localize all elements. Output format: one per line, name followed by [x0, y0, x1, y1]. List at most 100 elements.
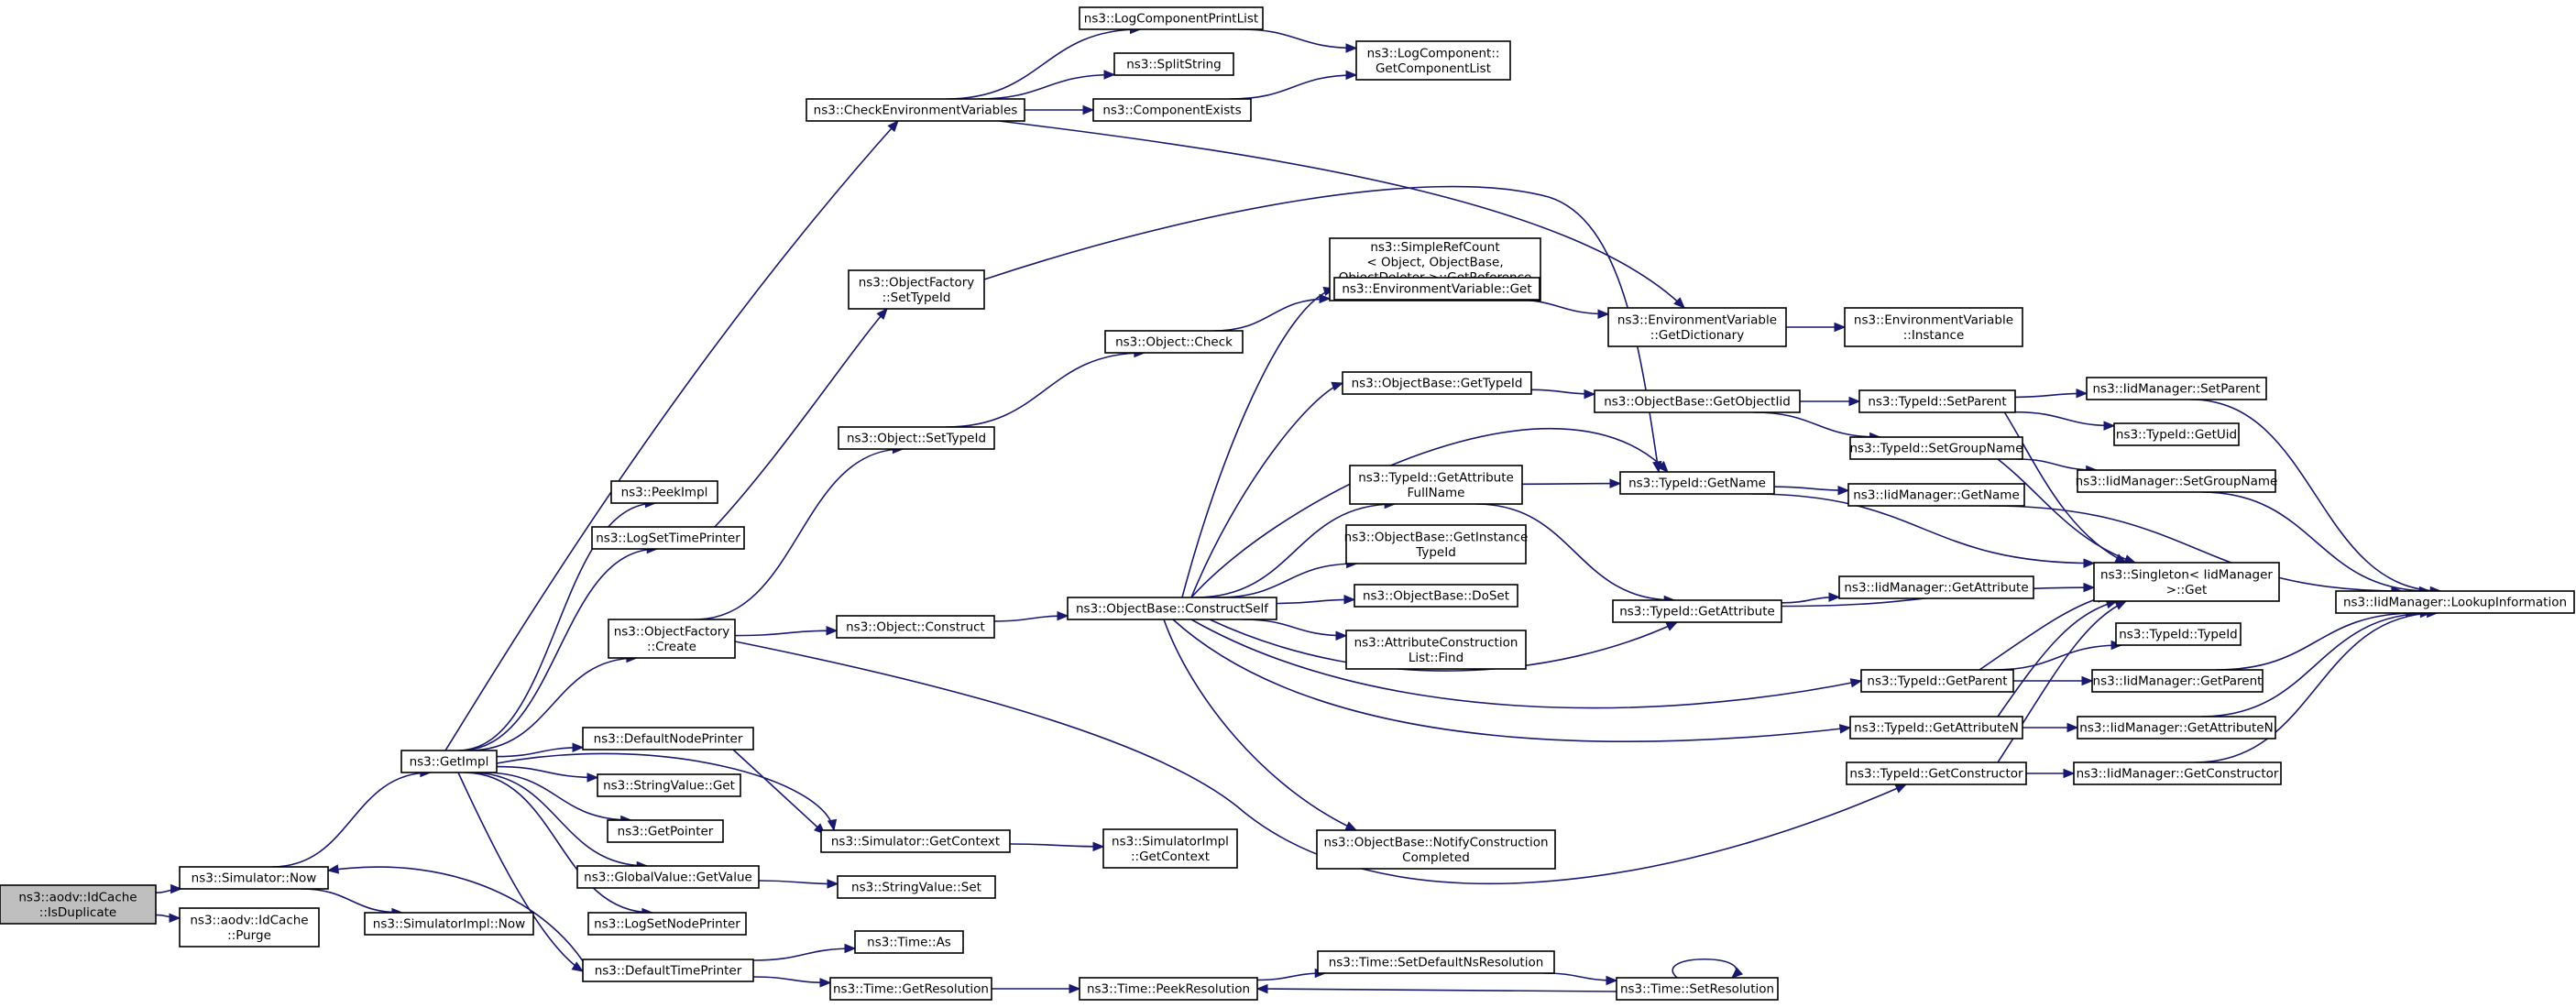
node-box: [838, 426, 995, 450]
node-ns3-objectbase-doset[interactable]: ns3::ObjectBase::DoSet: [1354, 584, 1518, 608]
node-ns3-singleton-iidmanager-get[interactable]: ns3::Singleton< IidManager>::Get: [2093, 562, 2280, 602]
node-ns3-peekimpl[interactable]: ns3::PeekImpl: [610, 480, 718, 504]
node-ns3-typeid-getname[interactable]: ns3::TypeId::GetName: [1619, 471, 1775, 495]
node-ns3-logcomponent-getcomponentlist[interactable]: ns3::LogComponent::GetComponentList: [1355, 40, 1511, 81]
edge-timesetres-to-timepeekres: [1256, 988, 1617, 992]
node-label: ns3::TypeId::GetConstructor: [1849, 767, 2023, 782]
node-ns3-objectbase-getobjectiid[interactable]: ns3::ObjectBase::GetObjectIid: [1594, 389, 1801, 413]
node-ns3-objectbase-notifyconstruction-completed[interactable]: ns3::ObjectBase::NotifyConstructionCompl…: [1316, 829, 1556, 870]
node-ns3-aodv-idcache-isduplicate[interactable]: ns3::aodv::IdCache::IsDuplicate: [0, 884, 157, 925]
node-ns3-time-peekresolution[interactable]: ns3::Time::PeekResolution: [1079, 977, 1258, 1001]
edge-getimpl-to-gvgetvalue: [469, 772, 648, 867]
node-ns3-simulator-getcontext[interactable]: ns3::Simulator::GetContext: [820, 829, 1011, 853]
node-ns3-logcomponentprintlist[interactable]: ns3::LogComponentPrintList: [1079, 6, 1264, 30]
node-ns3-defaulttimeprinter[interactable]: ns3::DefaultTimePrinter: [582, 959, 754, 982]
node-box: [1849, 436, 2023, 460]
edge-tidgetctor-to-singletonget-arrowhead: [2114, 600, 2128, 610]
node-ns3-iidmanager-getname[interactable]: ns3::IidManager::GetName: [1847, 483, 2025, 507]
node-label: ns3::Object::SetTypeId: [847, 432, 986, 446]
node-ns3-iidmanager-lookupinformation[interactable]: ns3::IidManager::LookupInformation: [2335, 590, 2575, 614]
node-ns3-iidmanager-setparent[interactable]: ns3::IidManager::SetParent: [2086, 377, 2267, 400]
node-ns3-time-as[interactable]: ns3::Time::As: [854, 930, 964, 954]
node-ns3-typeid-getattribute[interactable]: ns3::TypeId::GetAttribute: [1612, 599, 1782, 623]
node-ns3-aodv-idcache-purge[interactable]: ns3::aodv::IdCache::Purge: [179, 907, 320, 948]
edge-iidgetparent-to-iidlookup: [2216, 612, 2417, 671]
node-ns3-environmentvariable-getdictionary[interactable]: ns3::EnvironmentVariable::GetDictionary: [1607, 307, 1787, 347]
node-ns3-logsettimeprinter[interactable]: ns3::LogSetTimePrinter: [591, 526, 745, 550]
edge-logsettp-to-ofsettypeid: [714, 308, 888, 528]
edge-getimpl-to-peekimpl: [457, 502, 656, 751]
node-ns3-defaultnodeprinter[interactable]: ns3::DefaultNodePrinter: [582, 727, 754, 751]
edge-envvarget-to-envgetdict: [1511, 299, 1609, 315]
node-label: ns3::Time::SetResolution: [1620, 982, 1774, 997]
edge-objcheck-to-simplerefcount: [1213, 298, 1331, 332]
node-ns3-object-construct[interactable]: ns3::Object::Construct: [836, 615, 995, 639]
node-ns3-globalvalue-getvalue[interactable]: ns3::GlobalValue::GetValue: [576, 865, 760, 889]
node-ns3-iidmanager-getparent[interactable]: ns3::IidManager::GetParent: [2091, 669, 2264, 693]
node-ns3-objectbase-gettypeid[interactable]: ns3::ObjectBase::GetTypeId: [1342, 371, 1532, 395]
edge-logcpl-to-logcompget: [1239, 28, 1357, 49]
edge-tidsetgroup-to-iidsetgroup: [2016, 458, 2097, 471]
node-ns3-getimpl[interactable]: ns3::GetImpl: [400, 750, 498, 773]
node-ns3-componentexists[interactable]: ns3::ComponentExists: [1092, 98, 1252, 122]
edge-obconstructself-to-envvarget: [1181, 288, 1335, 598]
node-box: [1607, 307, 1787, 347]
node-label: GetComponentList: [1376, 61, 1491, 76]
node-ns3-typeid-getparent[interactable]: ns3::TypeId::GetParent: [1860, 669, 2014, 693]
node-label: ns3::Time::GetResolution: [833, 982, 989, 997]
node-ns3-typeid-getuid[interactable]: ns3::TypeId::GetUid: [2113, 422, 2240, 446]
node-ns3-simulatorimpl-getcontext[interactable]: ns3::SimulatorImpl::GetContext: [1102, 828, 1238, 869]
edge-getimpl-to-getptr: [483, 772, 631, 821]
edge-obconstructself-to-tidgetattrn: [1172, 619, 1851, 742]
node-ns3-object-check[interactable]: ns3::Object::Check: [1104, 330, 1244, 354]
node-box: [1858, 389, 2016, 413]
node-ns3-iidmanager-setgroupname[interactable]: ns3::IidManager::SetGroupName: [2076, 469, 2278, 493]
node-label: ns3::CheckEnvironmentVariables: [814, 104, 1018, 118]
node-ns3-typeid-setgroupname[interactable]: ns3::TypeId::SetGroupName: [1849, 436, 2023, 460]
node-ns3-time-getresolution[interactable]: ns3::Time::GetResolution: [829, 977, 992, 1001]
node-ns3-stringvalue-set[interactable]: ns3::StringValue::Set: [837, 875, 996, 899]
node-ns3-getpointer[interactable]: ns3::GetPointer: [607, 819, 724, 843]
node-ns3-time-setdefaultnsresolution[interactable]: ns3::Time::SetDefaultNsResolution: [1317, 950, 1555, 974]
node-ns3-typeid-setparent[interactable]: ns3::TypeId::SetParent: [1858, 389, 2016, 413]
edge-tidgetattrfull-to-tidgetattr: [1475, 503, 1675, 601]
node-box: [829, 977, 992, 1001]
node-ns3-iidmanager-getconstructor[interactable]: ns3::IidManager::GetConstructor: [2073, 761, 2282, 785]
node-label: ns3::TypeId::GetName: [1628, 477, 1766, 491]
node-ns3-iidmanager-getattributen[interactable]: ns3::IidManager::GetAttributeN: [2077, 716, 2276, 740]
node-box: [0, 884, 157, 925]
node-ns3-stringvalue-get[interactable]: ns3::StringValue::Get: [597, 773, 741, 797]
node-box: [2093, 562, 2280, 602]
node-ns3-typeid-getconstructor[interactable]: ns3::TypeId::GetConstructor: [1846, 761, 2027, 785]
node-box: [2077, 716, 2276, 740]
node-ns3-object-settypeid[interactable]: ns3::Object::SetTypeId: [838, 426, 995, 450]
node-ns3-typeid-getattributen[interactable]: ns3::TypeId::GetAttributeN: [1849, 716, 2023, 740]
edge-obconstructself-to-acfind: [1242, 619, 1347, 637]
edge-envvarget-to-envgetdict-arrowhead: [1597, 309, 1610, 319]
node-ns3-typeid-typeid[interactable]: ns3::TypeId::TypeId: [2115, 622, 2242, 646]
edge-tidgetattr-to-iidgetattr-arrowhead: [1828, 592, 1841, 602]
edge-getimpl-to-svget-arrowhead: [586, 772, 599, 783]
node-ns3-environmentvariable-instance[interactable]: ns3::EnvironmentVariable::Instance: [1844, 307, 2023, 347]
node-ns3-simulator-now[interactable]: ns3::Simulator::Now: [179, 866, 329, 890]
node-ns3-checkenvironmentvariables[interactable]: ns3::CheckEnvironmentVariables: [806, 98, 1025, 122]
edge-checkenv-to-compexists-arrowhead: [1082, 104, 1095, 115]
node-ns3-simulatorimpl-now[interactable]: ns3::SimulatorImpl::Now: [364, 912, 534, 936]
node-ns3-splitstring[interactable]: ns3::SplitString: [1113, 52, 1234, 76]
node-ns3-objectfactory-settypeid[interactable]: ns3::ObjectFactory::SetTypeId: [848, 269, 985, 310]
node-ns3-objectfactory-create[interactable]: ns3::ObjectFactory::Create: [608, 619, 736, 659]
node-label: ns3::ObjectBase::DoSet: [1363, 589, 1509, 604]
node-ns3-objectbase-constructself[interactable]: ns3::ObjectBase::ConstructSelf: [1067, 597, 1277, 620]
node-label: ns3::Object::Check: [1115, 335, 1233, 350]
node-ns3-logsetnodeprinter[interactable]: ns3::LogSetNodePrinter: [587, 912, 747, 936]
node-box: [2335, 590, 2575, 614]
node-label: ns3::IidManager::SetParent: [2093, 382, 2261, 397]
node-ns3-iidmanager-getattribute[interactable]: ns3::IidManager::GetAttribute: [1838, 575, 2034, 599]
node-box: [1092, 98, 1252, 122]
node-ns3-time-setresolution[interactable]: ns3::Time::SetResolution: [1616, 977, 1779, 1001]
node-ns3-environmentvariable-get[interactable]: ns3::EnvironmentVariable::Get: [1333, 277, 1540, 301]
edge-obconstructself-to-tidgetattrfull: [1195, 503, 1396, 598]
